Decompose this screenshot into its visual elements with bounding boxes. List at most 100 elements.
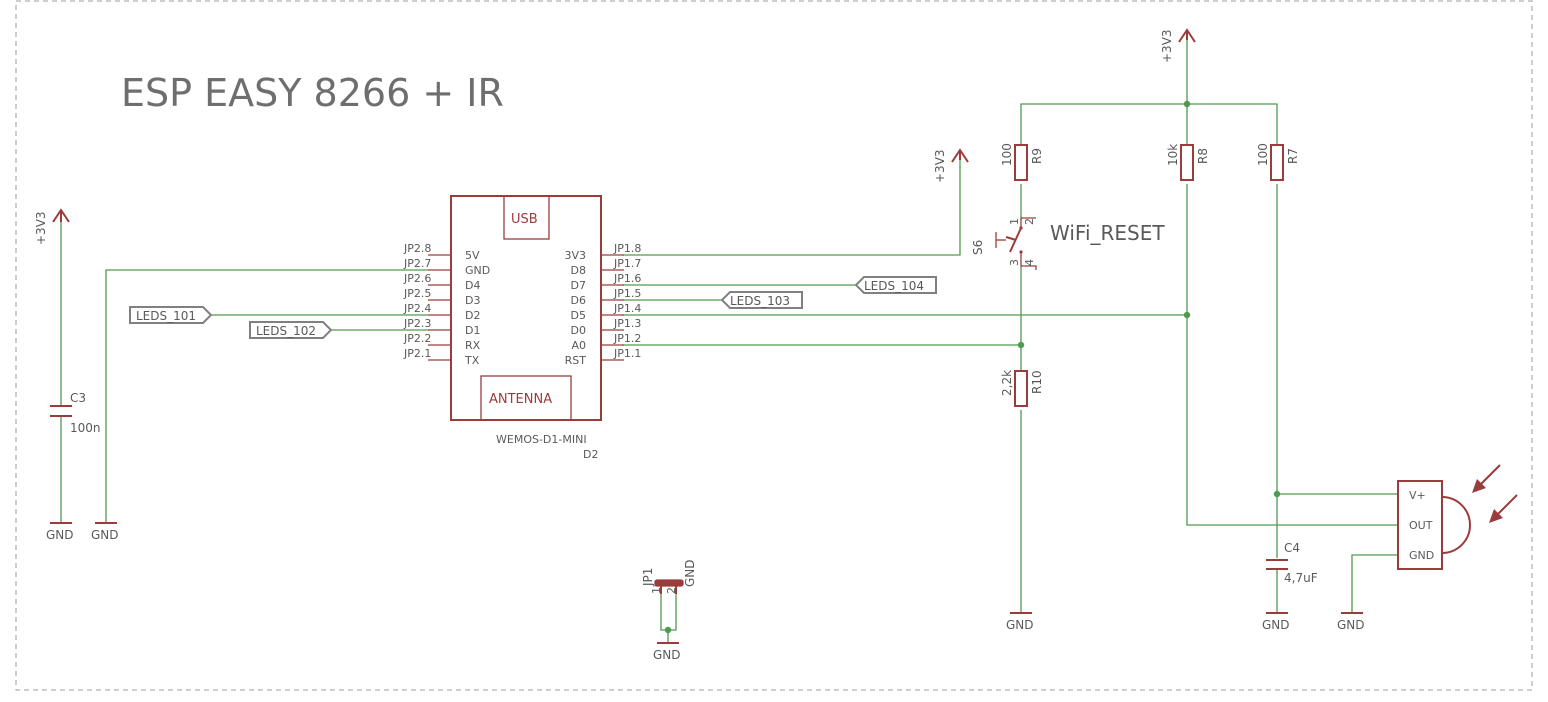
ground-label: GND [683, 559, 697, 587]
module-pin-name: D7 [571, 279, 586, 292]
module-pin-pad: JP1.1 [613, 347, 641, 360]
supply-3v3-label: +3V3 [933, 149, 947, 183]
ground-symbol-c4: GND [1262, 612, 1290, 632]
jumper-pin-1: 1 [650, 587, 663, 594]
resistor-r7-value: 100 [1256, 143, 1270, 166]
ir-pin-out: OUT [1409, 519, 1433, 532]
supply-3v3-right: +3V3 [1160, 28, 1196, 63]
capacitor-c4-name: C4 [1284, 541, 1300, 555]
capacitor-c4-value: 4,7uF [1284, 571, 1318, 585]
ir-pin-gnd: GND [1409, 549, 1434, 562]
net-label-leds-103-text: LEDS_103 [730, 294, 790, 308]
module-pin-pad: JP2.4 [403, 302, 431, 315]
module-name: D2 [583, 448, 598, 461]
module-pin-pad: JP1.3 [613, 317, 641, 330]
module-pin-name: 5V [465, 249, 480, 262]
junction-dot [1183, 100, 1191, 108]
net-label-leds-102: LEDS_102 [249, 321, 333, 339]
wires [60, 40, 1398, 643]
resistor-r8-value: 10k [1166, 144, 1180, 166]
resistor-r7-name: R7 [1286, 148, 1300, 164]
sheet-frame [15, 0, 1533, 691]
resistor-r10-value: 2,2k [1000, 370, 1014, 396]
ground-label: GND [91, 528, 119, 542]
antenna-label: ANTENNA [489, 392, 552, 407]
net-label-leds-104-text: LEDS_104 [864, 279, 924, 293]
jumper-jp1: JP1 1 2 GND [641, 559, 697, 594]
resistor-r10-name: R10 [1030, 370, 1044, 394]
switch-pin-3: 3 [1008, 259, 1021, 266]
module-pin-pad: JP1.6 [613, 272, 641, 285]
junction-dot [664, 626, 672, 634]
ir-receiver: V+ OUT GND [1397, 464, 1518, 570]
module-pin-pad: JP1.2 [613, 332, 641, 345]
junction-dot [1273, 490, 1281, 498]
module-pin-name: 3V3 [564, 249, 586, 262]
module-pin-name: D5 [571, 309, 586, 322]
jumper-name: JP1 [641, 568, 655, 587]
wemos-module: USB ANTENNA WEMOS-D1-MINI D2 JP2.85VJP2.… [403, 195, 641, 461]
resistor-r7: 100 R7 [1256, 143, 1300, 181]
module-body [450, 195, 602, 421]
schematic-title: ESP EASY 8266 + IR [121, 71, 504, 115]
ground-label: GND [46, 528, 74, 542]
antenna-box [480, 375, 572, 421]
module-pin-pad: JP2.5 [403, 287, 431, 300]
module-pin-name: D2 [465, 309, 480, 322]
switch-s6: 1 2 3 4 S6 WiFi_RESET [971, 217, 1165, 270]
net-label-leds-101-text: LEDS_101 [136, 309, 196, 323]
module-pin-pad: JP1.8 [613, 242, 641, 255]
module-pin-pad: JP1.4 [613, 302, 641, 315]
capacitor-c4: C4 4,7uF [1266, 541, 1318, 585]
module-pin-pad: JP2.6 [403, 272, 431, 285]
switch-pin-1: 1 [1008, 218, 1021, 225]
junction-dot [1017, 341, 1025, 349]
usb-label: USB [511, 212, 538, 227]
junctions [664, 100, 1281, 634]
capacitor-c3: C3 100n [50, 391, 101, 435]
resistor-r9-value: 100 [1000, 143, 1014, 166]
ground-symbol-r10: GND [1006, 612, 1034, 632]
ir-light-arrow-icon [1472, 464, 1518, 523]
module-pin-name: D1 [465, 324, 480, 337]
supply-3v3-left: +3V3 [34, 208, 70, 245]
module-pin-name: D3 [465, 294, 480, 307]
ground-symbol-module: GND [91, 522, 119, 542]
resistor-r8: 10k R8 [1166, 144, 1210, 181]
net-label-leds-101: LEDS_101 [129, 306, 213, 324]
module-pins: JP2.85VJP2.7GNDJP2.6D4JP2.5D3JP2.4D2JP2.… [403, 242, 641, 367]
supply-3v3-label: +3V3 [1160, 29, 1174, 63]
module-pin-pad: JP1.5 [613, 287, 641, 300]
switch-name: S6 [971, 240, 985, 255]
module-pin-name: TX [464, 354, 480, 367]
module-pin-name: D8 [571, 264, 586, 277]
ground-label: GND [1337, 618, 1365, 632]
module-pin-pad: JP2.3 [403, 317, 431, 330]
module-pin-name: A0 [571, 339, 586, 352]
module-pin-pad: JP2.1 [403, 347, 431, 360]
jumper-pin-2: 2 [665, 587, 678, 594]
ground-symbol-ir: GND [1337, 612, 1365, 632]
supply-3v3-label: +3V3 [34, 211, 48, 245]
module-pin-name: D0 [571, 324, 586, 337]
module-pin-pad: JP1.7 [613, 257, 641, 270]
module-pin-name: RST [565, 354, 587, 367]
switch-pin-2: 2 [1023, 218, 1036, 225]
capacitor-c3-name: C3 [70, 391, 86, 405]
capacitor-c3-value: 100n [70, 421, 101, 435]
module-pin-pad: JP2.7 [403, 257, 431, 270]
resistor-r8-name: R8 [1196, 148, 1210, 164]
usb-box [503, 195, 550, 240]
ground-label: GND [1006, 618, 1034, 632]
module-value: WEMOS-D1-MINI [496, 433, 587, 446]
resistor-r10: 2,2k R10 [1000, 370, 1044, 407]
ir-pin-vplus: V+ [1409, 489, 1426, 502]
net-label-leds-103: LEDS_103 [720, 291, 803, 309]
switch-value: WiFi_RESET [1050, 221, 1165, 245]
ground-label: GND [1262, 618, 1290, 632]
ground-label: GND [653, 648, 681, 662]
module-pin-name: GND [465, 264, 490, 277]
junction-dot [1183, 311, 1191, 319]
module-pin-name: RX [465, 339, 481, 352]
